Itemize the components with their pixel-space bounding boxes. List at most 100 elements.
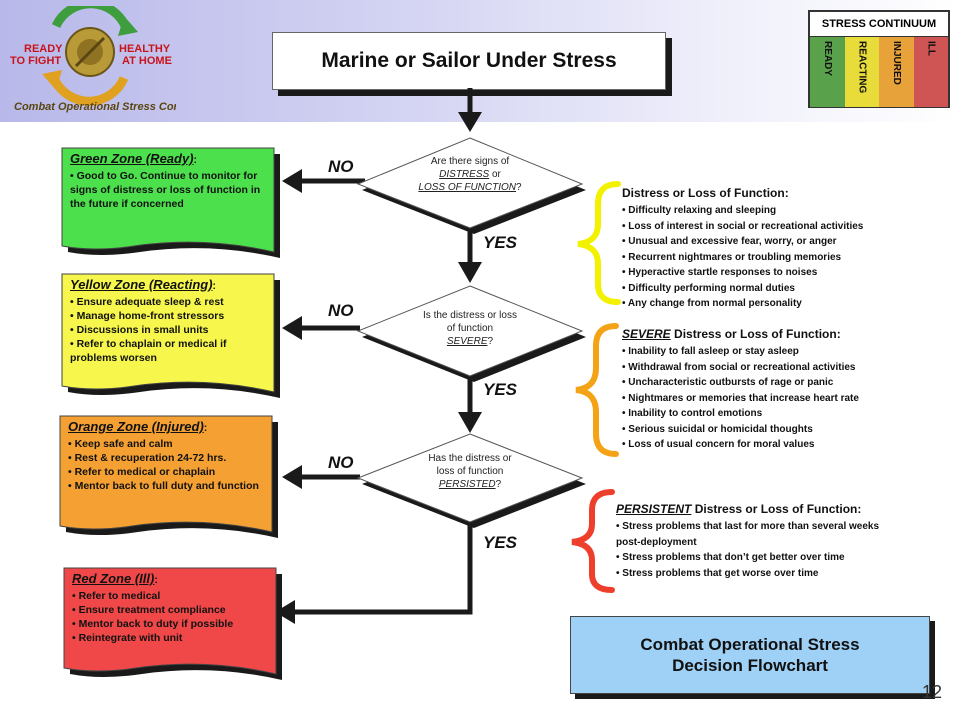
orange-zone-item: Mentor back to full duty and function	[68, 479, 266, 493]
continuum-title: STRESS CONTINUUM	[810, 12, 948, 37]
label-no-2: NO	[328, 301, 354, 320]
symptoms-distress-title-text: Distress or Loss of Function	[622, 186, 785, 200]
logo-right-text-2: AT HOME	[122, 55, 172, 67]
red-zone-item: Mentor back to duty if possible	[72, 617, 270, 631]
footer-title-line-1: Combat Operational Stress	[640, 635, 860, 654]
symptoms-persistent-title-em: PERSISTENT	[616, 502, 692, 516]
symptom-item: Difficulty relaxing and sleeping	[622, 203, 922, 219]
green-zone-title: Green Zone (Ready)	[70, 151, 194, 166]
yellow-zone-item: Refer to chaplain or medical if problems…	[70, 337, 268, 365]
continuum-ill: ILL	[913, 37, 948, 107]
red-zone-item: Refer to medical	[72, 589, 270, 603]
continuum-label-ready: READY	[821, 41, 833, 77]
orange-zone: Orange Zone (Injured): Keep safe and cal…	[60, 416, 272, 532]
logo-left-text-2: TO FIGHT	[10, 55, 61, 67]
symptom-item: Stress problems that don’t get better ov…	[616, 550, 906, 566]
continuum-reacting: REACTING	[844, 37, 879, 107]
decision-1-diamond	[356, 137, 584, 229]
decision-2-pre: Is the distress or loss of function	[423, 310, 517, 334]
label-yes-1: YES	[483, 233, 518, 252]
footer-title-line-2: Decision Flowchart	[672, 656, 828, 675]
arrow-d1-no	[282, 169, 302, 193]
decision-1-post: ?	[516, 182, 522, 193]
orange-zone-item: Rest & recuperation 24-72 hrs.	[68, 451, 266, 465]
decision-1-em-loss: LOSS OF FUNCTION	[418, 182, 517, 193]
footer-title-box: Combat Operational Stress Decision Flowc…	[570, 616, 930, 694]
arrow-title-to-d1	[458, 112, 482, 132]
page-number: 12	[922, 682, 943, 702]
green-zone: Green Zone (Ready): Good to Go. Continue…	[62, 148, 274, 252]
symptom-item: Serious suicidal or homicidal thoughts	[622, 422, 922, 438]
decision-3-text: Has the distress or loss of function PER…	[422, 452, 518, 491]
continuum-label-ill: ILL	[925, 41, 937, 56]
symptoms-severe-title: SEVERE Distress or Loss of Function:	[622, 327, 841, 341]
decision-2-em-severe: SEVERE	[446, 336, 488, 347]
green-zone-item: Good to Go. Continue to monitor for sign…	[70, 169, 268, 211]
decision-1-mid: or	[489, 169, 501, 180]
red-zone-item: Ensure treatment compliance	[72, 603, 270, 617]
label-yes-3: YES	[483, 533, 518, 552]
orange-zone-item: Keep safe and calm	[68, 437, 266, 451]
decision-3-diamond	[356, 433, 584, 523]
symptom-item: Uncharacteristic outbursts of rage or pa…	[622, 375, 922, 391]
yellow-zone-title: Yellow Zone (Reacting)	[70, 277, 213, 292]
symptom-item: Loss of usual concern for moral values	[622, 437, 922, 453]
symptoms-persistent-title-text: Distress or Loss of Function	[691, 502, 858, 516]
yellow-zone-item: Ensure adequate sleep & rest	[70, 295, 268, 309]
yellow-zone: Yellow Zone (Reacting): Ensure adequate …	[62, 274, 274, 392]
symptoms-severe-title-text: Distress or Loss of Function	[670, 327, 837, 341]
symptoms-distress: Distress or Loss of Function: Difficulty…	[622, 186, 922, 312]
arrow-d2-to-d3	[458, 412, 482, 433]
symptom-item: Loss of interest in social or recreation…	[622, 219, 922, 235]
continuum-injured: INJURED	[879, 37, 914, 107]
decision-2-post: ?	[487, 336, 494, 347]
symptom-item: Unusual and excessive fear, worry, or an…	[622, 234, 922, 250]
label-yes-2: YES	[483, 380, 518, 399]
brace-persistent	[571, 489, 615, 593]
symptoms-persistent-title: PERSISTENT Distress or Loss of Function:	[616, 502, 862, 516]
connector-d3-to-red	[295, 518, 473, 615]
red-zone-title: Red Zone (Ill)	[72, 571, 155, 586]
symptom-item: Stress problems that last for more than …	[616, 519, 906, 550]
symptoms-severe: SEVERE Distress or Loss of Function: Ina…	[622, 327, 922, 453]
arrow-d3-to-red	[275, 600, 295, 624]
page-title: Marine or Sailor Under Stress	[321, 49, 617, 72]
stress-continuum: STRESS CONTINUUM READY REACTING INJURED …	[808, 10, 950, 108]
red-zone-item: Reintegrate with unit	[72, 631, 270, 645]
yellow-zone-item: Discussions in small units	[70, 323, 268, 337]
symptom-item: Stress problems that get worse over time	[616, 566, 906, 582]
arrow-d3-no	[282, 465, 302, 489]
brace-severe	[575, 323, 619, 457]
continuum-ready: READY	[810, 37, 845, 107]
symptom-item: Any change from normal personality	[622, 296, 922, 312]
symptom-item: Difficulty performing normal duties	[622, 281, 922, 297]
symptoms-persistent: PERSISTENT Distress or Loss of Function:…	[616, 502, 906, 581]
symptom-item: Recurrent nightmares or troubling memori…	[622, 250, 922, 266]
orange-zone-title: Orange Zone (Injured)	[68, 419, 204, 434]
decision-3-em-persisted: PERSISTED	[438, 479, 496, 490]
symptom-item: Withdrawal from social or recreational a…	[622, 360, 922, 376]
decision-3-post: ?	[495, 479, 502, 490]
decision-1-text: Are there signs of DISTRESS or LOSS OF F…	[410, 155, 530, 194]
continuum-label-reacting: REACTING	[856, 41, 868, 94]
symptom-item: Hyperactive startle responses to noises	[622, 265, 922, 281]
cosc-logo: READY TO FIGHT HEALTHY AT HOME Combat Op…	[10, 6, 176, 113]
arrow-d1-to-d2	[458, 262, 482, 283]
orange-zone-item: Refer to medical or chaplain	[68, 465, 266, 479]
brace-distress	[577, 181, 621, 305]
symptoms-severe-title-em: SEVERE	[622, 327, 671, 341]
continuum-label-injured: INJURED	[890, 41, 902, 85]
label-no-1: NO	[328, 157, 354, 176]
symptom-item: Nightmares or memories that increase hea…	[622, 391, 922, 407]
label-no-3: NO	[328, 453, 354, 472]
decision-2-diamond	[356, 285, 584, 377]
logo-left-text-1: READY	[24, 43, 63, 55]
logo-bottom-text: Combat Operational Stress Control	[14, 101, 176, 113]
decision-2-text: Is the distress or loss of function SEVE…	[418, 309, 522, 348]
decision-1-pre: Are there signs of	[430, 156, 510, 167]
logo-right-text-1: HEALTHY	[119, 43, 171, 55]
arrow-d2-no	[282, 316, 302, 340]
page-title-box: Marine or Sailor Under Stress	[272, 32, 666, 90]
yellow-zone-item: Manage home-front stressors	[70, 309, 268, 323]
decision-1-em-distress: DISTRESS	[439, 169, 490, 180]
